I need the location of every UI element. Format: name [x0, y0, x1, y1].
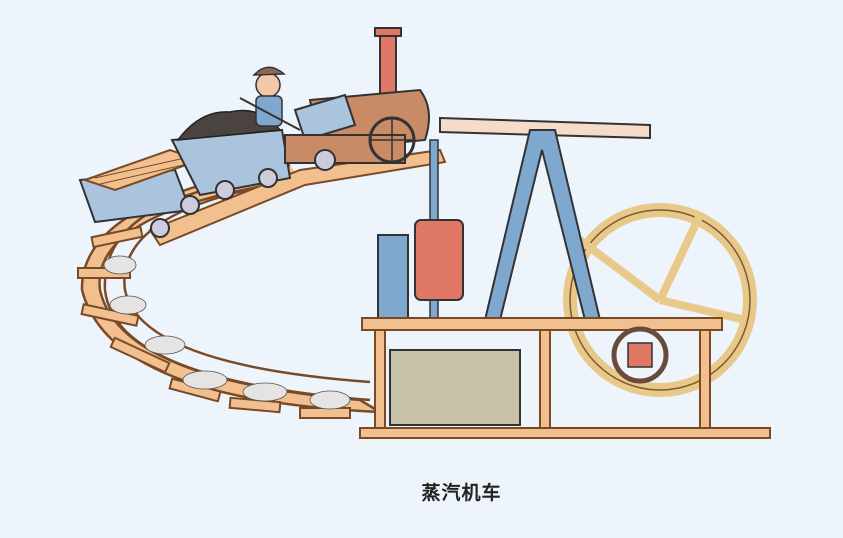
driver-figure — [239, 66, 301, 131]
engine-table — [361, 317, 723, 331]
timber-wagon — [78, 148, 204, 238]
beam-engine — [359, 116, 771, 439]
walking-beam — [439, 116, 651, 140]
ballast-gravel — [103, 255, 351, 410]
caption: 蒸汽机车 — [421, 482, 502, 504]
steam-locomotive-illustration — [77, 27, 771, 439]
gear-wheel — [611, 326, 669, 384]
track-sleepers — [77, 225, 351, 419]
upper-track — [148, 148, 447, 247]
engine-base — [359, 427, 771, 439]
red-cylinder — [414, 219, 464, 301]
coal-wagon — [170, 109, 292, 200]
locomotive — [284, 27, 430, 171]
